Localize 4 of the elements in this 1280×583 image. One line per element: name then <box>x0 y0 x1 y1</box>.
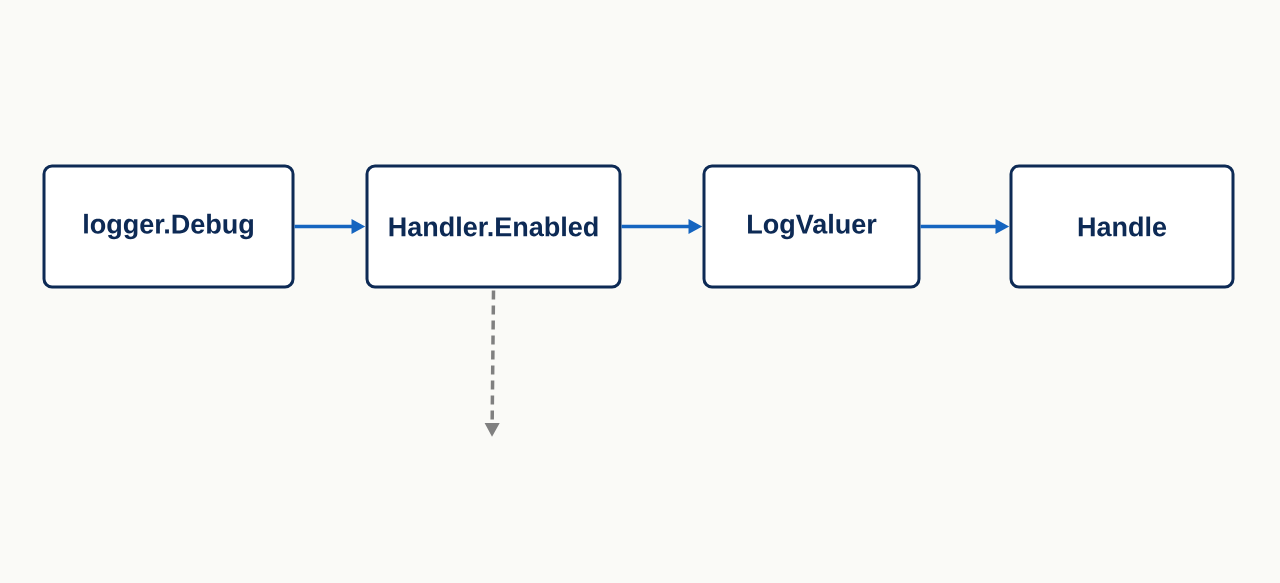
process-box: logger.Debug <box>42 164 295 289</box>
process-box: Handler.Enabled <box>365 164 622 289</box>
process-box: Handle <box>1009 164 1235 289</box>
process-box: LogValuer <box>702 164 921 289</box>
